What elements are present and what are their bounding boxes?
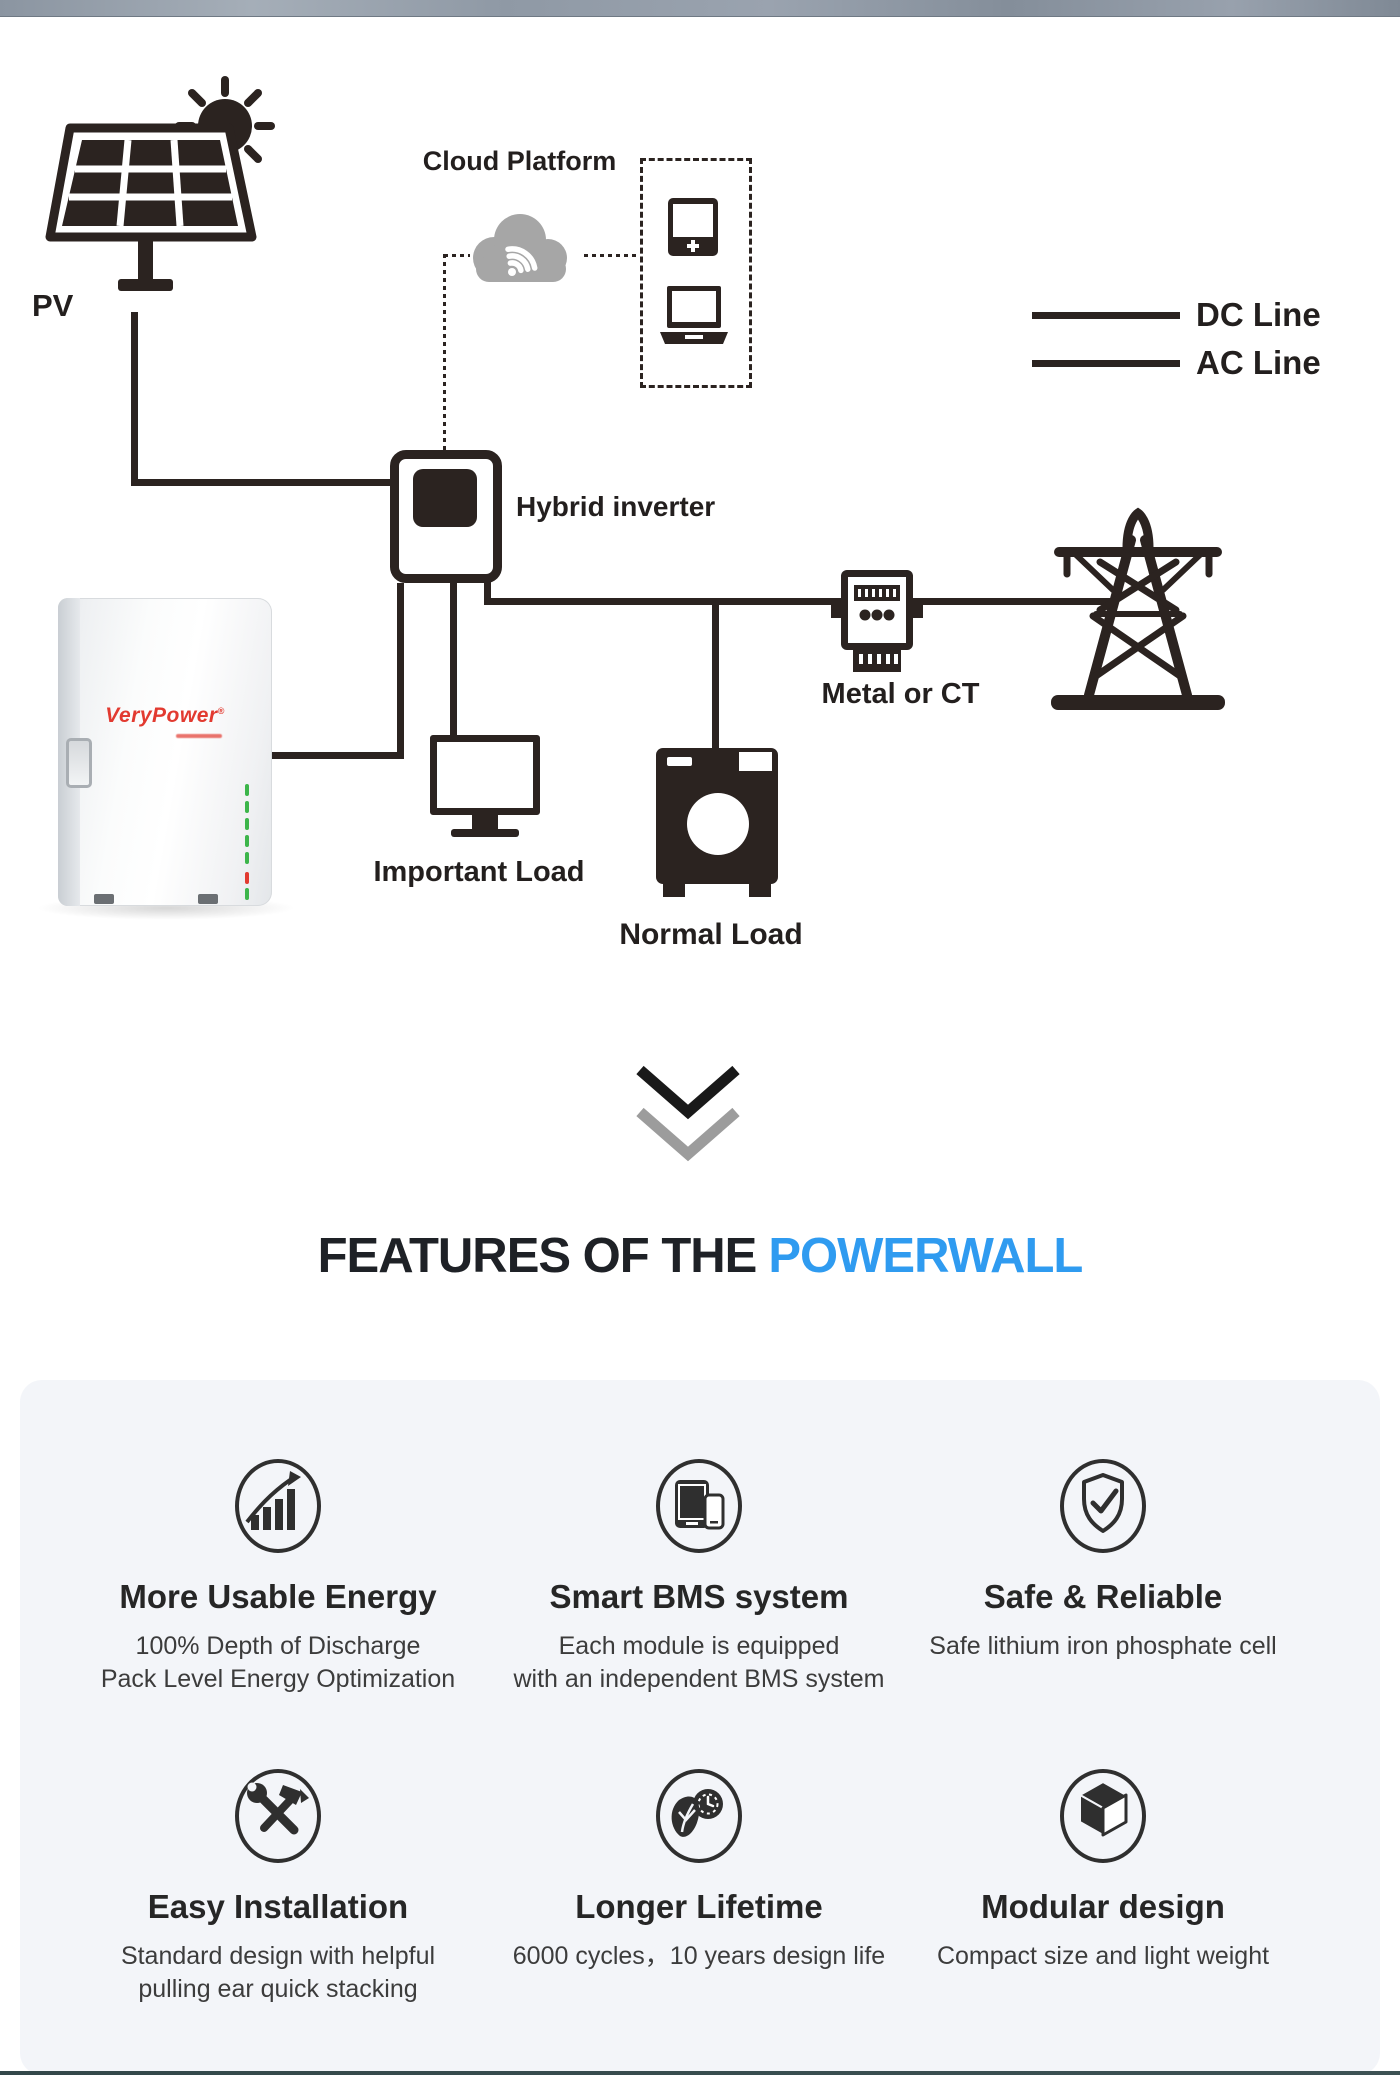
feature-desc: Standard design with helpful pulling ear… [120, 1942, 436, 2003]
power-grid-tower-icon [1051, 507, 1225, 710]
feature-smart-bms: Smart BMS system Each module is equipped… [499, 1458, 899, 1696]
next-section-edge [0, 2071, 1400, 2075]
monitor-icon [430, 735, 540, 815]
dc-line-sample [1032, 312, 1180, 319]
heading-highlight: POWERWALL [768, 1229, 1083, 1283]
wire-to-washer [712, 601, 719, 749]
feature-title: Modular design [981, 1888, 1225, 1925]
bms-devices-icon [656, 1459, 742, 1553]
growth-chart-icon [235, 1459, 321, 1553]
hybrid-inverter-icon [390, 450, 502, 583]
ac-line-label: AC Line [1196, 344, 1321, 381]
shield-check-icon [1060, 1459, 1146, 1553]
meter-label: Metal or CT [821, 678, 980, 710]
tablet-icon [668, 198, 718, 256]
battery-brand-logo: VeryPower® [105, 704, 225, 727]
clock-leaf-icon [656, 1769, 742, 1863]
dashed-line [444, 254, 470, 257]
wire-inverter-monitor [450, 583, 457, 738]
dashed-line [443, 254, 446, 452]
wire-pv-down [131, 312, 138, 486]
led-green [245, 801, 249, 813]
normal-load-label: Normal Load [619, 918, 803, 951]
top-decor-band [0, 0, 1400, 17]
important-load-label: Important Load [373, 856, 585, 888]
battery-foot [94, 894, 114, 904]
feature-title: Easy Installation [147, 1888, 409, 1925]
feature-desc: Safe lithium iron phosphate cell [929, 1632, 1277, 1660]
feature-modular-design: Modular design Compact size and light we… [903, 1768, 1303, 1973]
feature-longer-lifetime: Longer Lifetime 6000 cycles，10 years des… [499, 1768, 899, 1973]
powerwall-battery-image: VeryPower® [58, 598, 272, 906]
tools-icon [235, 1769, 321, 1863]
feature-more-usable-energy: More Usable Energy 100% Depth of Dischar… [78, 1458, 478, 1696]
led-green [245, 784, 249, 796]
feature-desc: Each module is equipped with an independ… [513, 1632, 885, 1693]
energy-meter-icon [831, 570, 923, 672]
led-green [245, 852, 249, 864]
pv-label: PV [32, 288, 74, 323]
laptop-icon [660, 286, 728, 344]
feature-easy-installation: Easy Installation Standard design with h… [78, 1768, 478, 2006]
feature-title: More Usable Energy [119, 1578, 437, 1615]
feature-desc: Compact size and light weight [936, 1942, 1270, 1970]
feature-desc: 100% Depth of Discharge Pack Level Energ… [100, 1632, 456, 1693]
feature-title: Safe & Reliable [983, 1578, 1223, 1615]
battery-tagline [176, 734, 222, 738]
wire-inverter-battery-v [397, 583, 404, 759]
cloud-platform-label: Cloud Platform [422, 146, 617, 176]
wire-meter-to-grid [921, 598, 1117, 605]
feature-desc: 6000 cycles，10 years design life [512, 1942, 886, 1970]
solar-panel-icon [45, 76, 275, 291]
feature-safe-reliable: Safe & Reliable Safe lithium iron phosph… [903, 1458, 1303, 1663]
led-green [245, 835, 249, 847]
led-red [245, 872, 249, 884]
cloud-wifi-icon [473, 214, 567, 282]
monitor-stand [472, 815, 498, 829]
heading-prefix: FEATURES OF THE [317, 1229, 758, 1283]
chevron-down-icon [636, 1065, 740, 1162]
wire-pv-to-inverter [131, 479, 397, 486]
cube-icon [1060, 1769, 1146, 1863]
wire-ac-corner [484, 575, 491, 605]
led-green [245, 888, 249, 900]
ac-line-sample [1032, 360, 1180, 367]
battery-handle [66, 738, 92, 788]
monitor-base [451, 829, 519, 837]
inverter-screen [413, 469, 477, 527]
wire-battery-h [266, 752, 404, 759]
battery-foot [198, 894, 218, 904]
led-green [245, 818, 249, 830]
devices-dashed-box [640, 158, 752, 388]
feature-title: Smart BMS system [549, 1578, 849, 1615]
dashed-line [584, 254, 641, 257]
wire-ac-to-meter [484, 598, 835, 605]
washing-machine-icon [656, 748, 778, 897]
hybrid-inverter-label: Hybrid inverter [516, 491, 716, 522]
feature-title: Longer Lifetime [575, 1888, 823, 1925]
dc-line-label: DC Line [1196, 296, 1321, 333]
